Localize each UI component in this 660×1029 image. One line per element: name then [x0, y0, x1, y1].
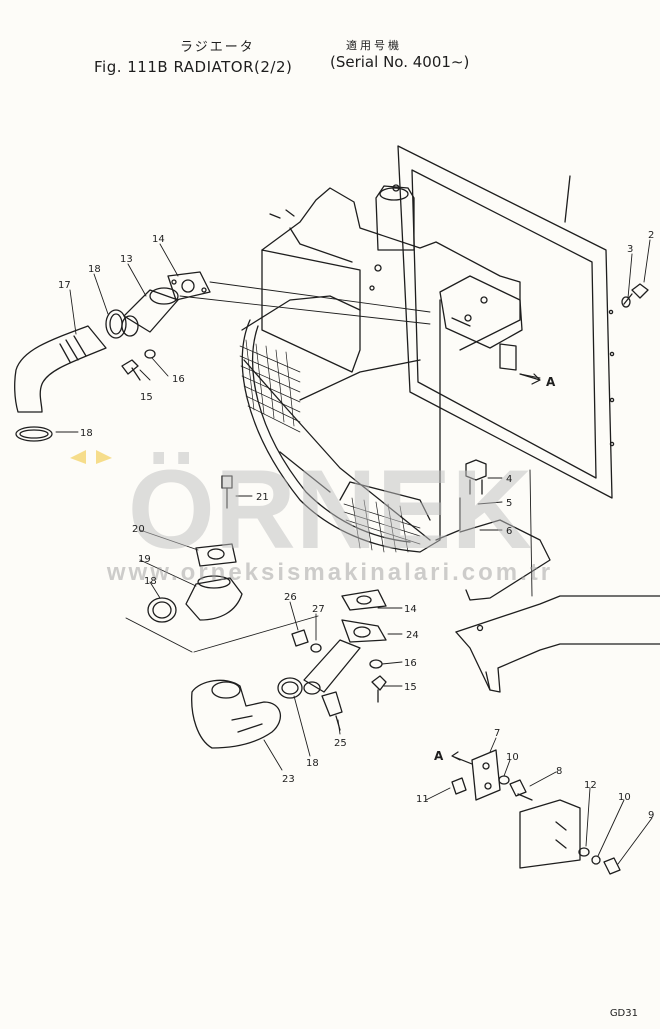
part-no-26: 26	[284, 592, 297, 603]
lower-elbow-19	[185, 575, 243, 621]
part-no-10a: 10	[506, 752, 519, 763]
gasket-20	[195, 543, 237, 567]
part-no-6: 6	[506, 526, 512, 537]
watermark-brand: ÖRNEK	[128, 447, 532, 572]
part-no-15a: 15	[140, 392, 153, 403]
part-no-20: 20	[132, 524, 145, 535]
title-japanese: ラジエータ	[180, 40, 255, 55]
part-no-18b: 18	[80, 428, 93, 439]
watermark-url: www.orneksismakinalari.com.tr	[106, 559, 553, 586]
hose-clamp	[15, 309, 303, 699]
radiator-shroud	[397, 145, 615, 499]
part-no-12: 12	[584, 780, 597, 791]
part-no-5: 5	[506, 498, 512, 509]
part-no-16a: 16	[172, 374, 185, 385]
view-marker-a-upper: A	[546, 375, 556, 389]
side-plate	[519, 799, 621, 875]
bolt-2-washer-3	[621, 283, 649, 308]
part-no-18a: 18	[88, 264, 101, 275]
part-no-11: 11	[416, 794, 429, 805]
view-marker-a-lower: A	[434, 749, 444, 763]
part-no-27: 27	[312, 604, 325, 615]
part-no-19: 19	[138, 554, 151, 565]
fan-guard-mesh	[239, 339, 421, 553]
part-no-13: 13	[120, 254, 133, 265]
leader-lines	[55, 239, 653, 865]
bolt-4	[465, 459, 487, 495]
bolt-washer	[121, 349, 387, 703]
serial-range: (Serial No. 4001∼)	[330, 53, 470, 71]
part-no-16b: 16	[404, 658, 417, 669]
water-pipe-24	[303, 589, 387, 695]
part-no-7: 7	[494, 728, 500, 739]
lower-frame-plate	[455, 519, 660, 693]
title-main: Fig. 111B RADIATOR(2/2)	[94, 58, 293, 76]
radiator-core	[261, 184, 523, 373]
part-no-15b: 15	[404, 682, 417, 693]
part-no-9: 9	[648, 810, 654, 821]
lower-hose	[191, 679, 282, 749]
drawing-code: GD31	[609, 1008, 638, 1019]
part-no-14a: 14	[152, 234, 165, 245]
part-no-4: 4	[506, 474, 512, 485]
part-no-18d: 18	[306, 758, 319, 769]
part-no-10b: 10	[618, 792, 631, 803]
part-no-25: 25	[334, 738, 347, 749]
upper-hose	[14, 325, 107, 413]
part-labels: 2 3 4 5 6 7 8 9 10 10 11 12 13 14 14 15 …	[58, 230, 654, 821]
part-no-3: 3	[627, 244, 633, 255]
part-no-21: 21	[256, 492, 269, 503]
upper-pipe	[121, 287, 179, 337]
part-no-18c: 18	[144, 576, 157, 587]
part-no-17: 17	[58, 280, 71, 291]
bracket-7	[451, 749, 533, 801]
watermark: ÖRNEK www.orneksismakinalari.com.tr	[70, 447, 553, 586]
fan-guard	[241, 295, 461, 553]
part-no-8: 8	[556, 766, 562, 777]
part-no-24: 24	[406, 630, 419, 641]
part-no-23: 23	[282, 774, 295, 785]
title-block: ラジエータ Fig. 111B RADIATOR(2/2) 適用号機 (Seri…	[0, 0, 660, 90]
gasket-upper	[167, 271, 211, 301]
serial-japanese: 適用号機	[346, 39, 402, 52]
view-arrow	[451, 373, 541, 765]
part-no-14b: 14	[404, 604, 417, 615]
part-no-2: 2	[648, 230, 654, 241]
